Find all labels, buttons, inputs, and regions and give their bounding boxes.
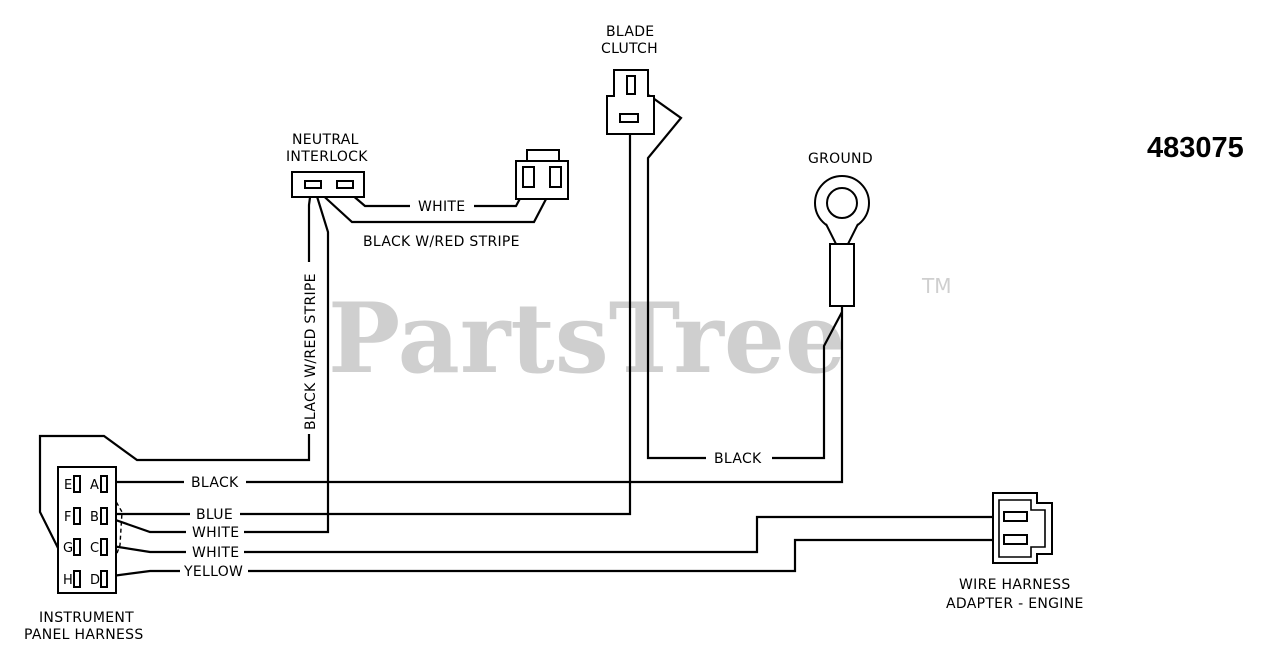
blade-clutch: BLADE CLUTCH <box>601 24 658 135</box>
instrument-panel-label-2: PANEL HARNESS <box>24 627 144 643</box>
ground-terminal: GROUND <box>808 151 873 307</box>
label-yellow: YELLOW <box>183 564 243 580</box>
watermark-text: PartsTree <box>328 282 846 395</box>
wire-harness-loop <box>38 189 313 549</box>
interlock-connector <box>515 149 569 200</box>
watermark-trademark: TM <box>921 274 951 298</box>
pin-label-e: E <box>64 478 72 493</box>
label-black: BLACK <box>191 475 239 491</box>
wire-white-neutral-b <box>103 189 330 534</box>
pin-label-b: B <box>90 510 99 525</box>
wire-yellow-d-adapter <box>111 538 1004 578</box>
instrument-panel-harness: E F G H A B C D INSTRUMENT PANEL HARNESS <box>24 466 144 643</box>
part-number: 483075 <box>1147 132 1244 164</box>
label-black-red-horizontal: BLACK W/RED STRIPE <box>363 234 520 250</box>
pin-label-d: D <box>90 573 100 588</box>
wire-blue-b-clutch <box>106 124 632 516</box>
wire-black-clutch-ground <box>630 86 843 460</box>
label-blue: BLUE <box>196 507 233 523</box>
wire-harness-adapter: WIRE HARNESS ADAPTER - ENGINE <box>946 492 1084 612</box>
instrument-panel-label-1: INSTRUMENT <box>39 610 134 626</box>
wire-labels: WHITE BLACK W/RED STRIPE BLACK W/RED STR… <box>180 196 772 581</box>
label-white-b: WHITE <box>192 525 239 541</box>
adapter-label-1: WIRE HARNESS <box>959 577 1071 593</box>
pin-label-c: C <box>90 541 99 556</box>
pin-label-a: A <box>90 478 99 493</box>
adapter-label-2: ADAPTER - ENGINE <box>946 596 1084 612</box>
pin-label-g: G <box>63 541 73 556</box>
wires <box>38 86 1004 578</box>
neutral-interlock: NEUTRAL INTERLOCK <box>286 132 368 198</box>
wire-black-red-neutral-connector <box>316 179 557 224</box>
neutral-interlock-label-1: NEUTRAL <box>292 132 359 148</box>
ground-label: GROUND <box>808 151 873 167</box>
neutral-interlock-label-2: INTERLOCK <box>286 149 368 165</box>
pin-label-h: H <box>63 573 73 588</box>
label-black-mid: BLACK <box>714 451 762 467</box>
blade-clutch-label-1: BLADE <box>606 24 654 40</box>
wire-white-c-adapter <box>111 515 1004 554</box>
blade-clutch-label-2: CLUTCH <box>601 41 658 57</box>
label-white-c: WHITE <box>192 545 239 561</box>
pin-label-f: F <box>64 510 71 525</box>
label-white-top: WHITE <box>418 199 465 215</box>
wire-black-a-ground <box>106 302 844 484</box>
label-black-red-vertical: BLACK W/RED STRIPE <box>303 273 319 430</box>
